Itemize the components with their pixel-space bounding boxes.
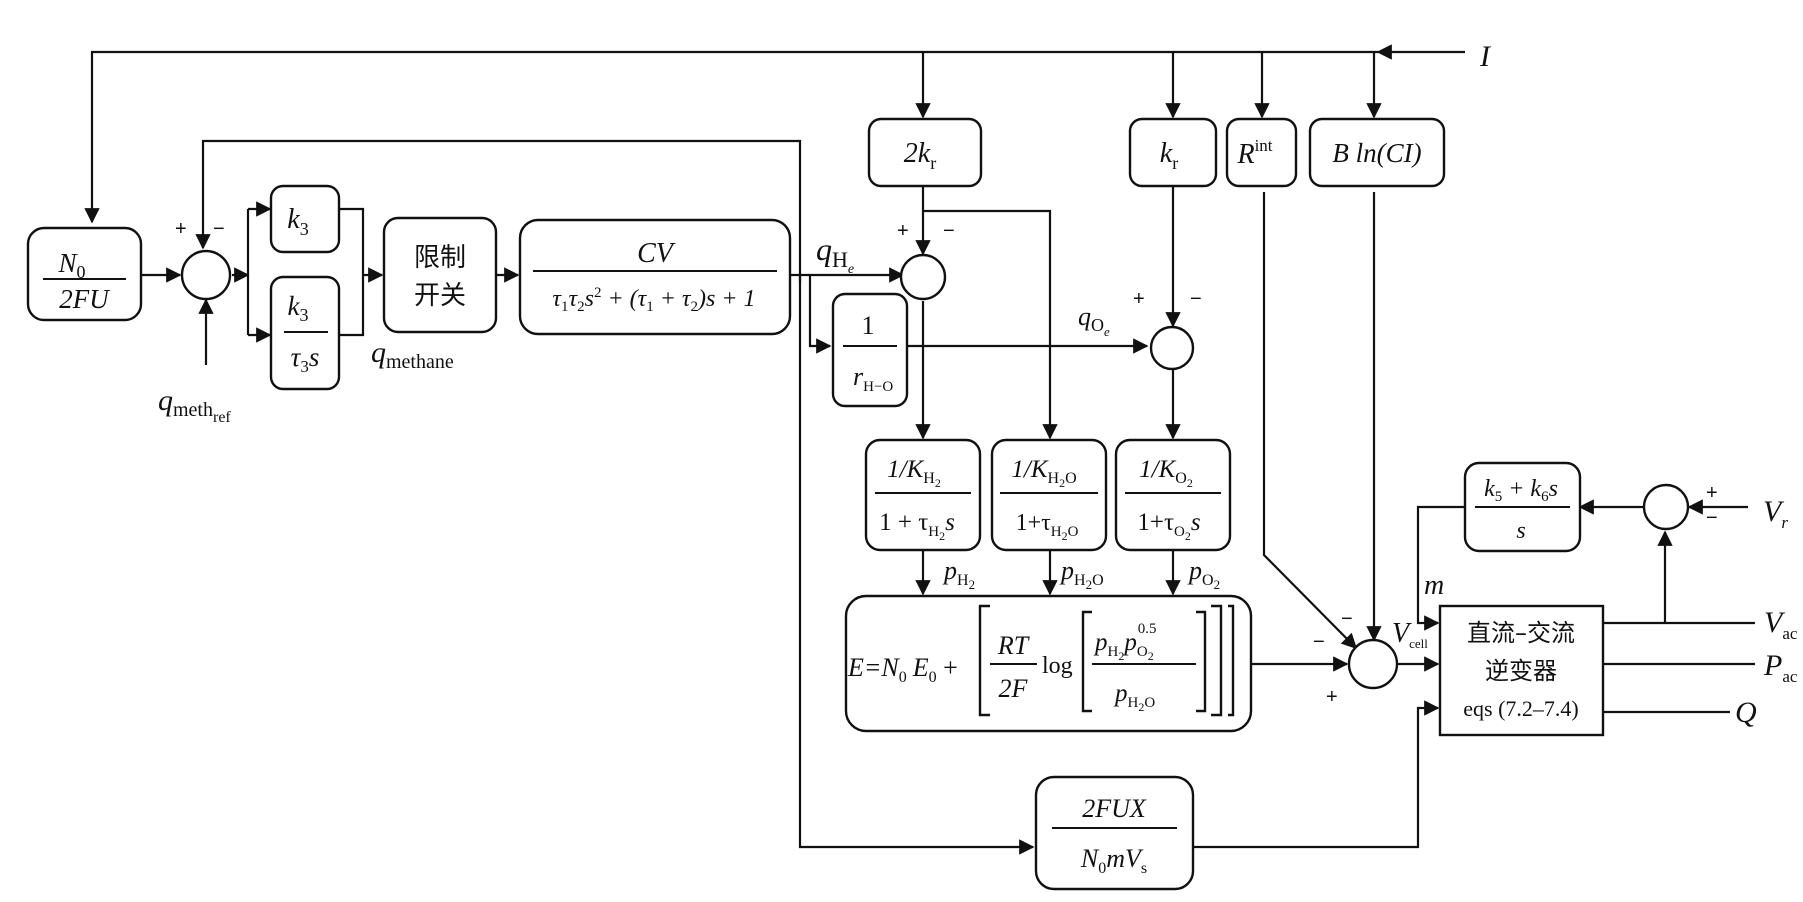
block-2kr: 2kr [867,117,983,188]
sign-minus: − [943,220,955,242]
reformer-tf-num: CV [637,238,676,269]
block-k3-int-num: k3 [288,291,309,325]
block-kr: kr [1128,117,1218,188]
sign-minus: − [1190,288,1202,310]
sign-minus: − [213,218,225,240]
block-inv-r-den: rH−O [853,362,893,395]
wire-2kr-to-kh2o [923,209,1058,440]
nernst-rt: RT [997,631,1030,660]
wire-m-to-inverter [1416,505,1479,631]
limit-switch-line1: 限制 [414,243,466,273]
block-k3-gain: k3 [269,184,341,254]
block-kh2o-lag: 1/KH2O 1+τH2O [990,438,1108,552]
label-q-meth-ref: qmethref [158,384,231,426]
block-reformer-tf: CV τ1τ2s2 + (τ1 + τ2)s + 1 [518,218,792,336]
modulation-gain-den: N0mVs [1080,844,1147,877]
label-p-o2: pO2 [1187,556,1220,592]
sign-plus: + [1133,288,1145,310]
sign-minus: − [1706,507,1718,529]
block-k3-int-den: τ3s [291,342,320,376]
wire-i-to-n0 [84,50,1378,224]
nernst-den: pH2O [1113,680,1155,714]
block-n0-over-2fu: N0 2FU [26,226,143,322]
nernst-num: pH2pO20.5 [1093,621,1156,663]
wire-combine [339,207,365,337]
label-p-ac: Pac [1763,649,1798,686]
nernst-inner-left-bracket [1081,610,1092,713]
inverter-line1: 直流–交流 [1467,619,1575,647]
block-ko2-den: 1+τO2s [1137,509,1200,543]
inverter-line2: 逆变器 [1485,657,1557,685]
pi-num: k5 + k6s [1484,476,1558,505]
block-n0-num: N0 [57,248,85,282]
block-2kr-label: 2kr [904,138,936,173]
wire-rint-to-sum4 [1262,192,1358,650]
label-v-cell: Vcell [1392,618,1428,651]
sum-junction-methane [180,249,232,301]
nernst-left-bracket [978,604,990,717]
label-q-methane: qmethane [371,336,454,373]
label-q-reactive: Q [1735,696,1757,729]
block-kh2o-num: 1/KH2O [1011,456,1076,490]
block-ko2-num: 1/KO2 [1139,456,1193,490]
sum-junction-oxygen [1149,325,1195,371]
pi-den: s [1516,518,1525,544]
nernst-right-bracket-outer [1228,604,1235,717]
block-limit-switch: 限制 开关 [382,216,498,334]
block-kh2-den: 1 + τH2s [879,509,955,543]
signal-wires [84,44,1755,855]
sign-plus: + [1326,686,1338,708]
block-inv-r-num: 1 [862,311,875,340]
label-m: m [1424,570,1444,601]
block-n0-den: 2FU [59,284,110,314]
sign-plus: + [175,218,187,240]
block-r-int: Rint [1225,117,1298,188]
block-inverter: 直流–交流 逆变器 eqs (7.2–7.4) [1438,604,1605,737]
label-v-ac: Vac [1764,606,1798,643]
block-b-ln-ci-label: B ln(CI) [1332,138,1421,168]
wire-fux-to-inverter [1193,700,1440,849]
block-inv-r-ho: 1 rH−O [831,292,909,408]
nernst-inner-right-bracket [1196,610,1207,713]
sign-plus: + [1706,482,1718,504]
sum-junction-voltage [1642,483,1690,531]
label-q-he: qHe [816,231,854,277]
block-r-int-label: Rint [1236,136,1272,170]
nernst-2f: 2F [999,674,1029,703]
nernst-right-bracket [1211,604,1223,717]
wire-qhe-to-invr [808,275,832,354]
modulation-gain-num: 2FUX [1082,794,1147,823]
sum-junction-vcell [1347,638,1399,690]
inverter-line3: eqs (7.2–7.4) [1463,696,1578,721]
block-b-ln-ci: B ln(CI) [1308,117,1446,188]
block-k3-label: k3 [287,204,308,239]
label-p-h2: pH2 [942,556,975,592]
block-kh2-num: 1/KH2 [887,456,941,490]
label-p-h2o: pH2O [1059,556,1104,592]
block-modulation-gain: 2FUX N0mVs [1034,775,1195,891]
block-ko2-lag: 1/KO2 1+τO2s [1114,438,1232,552]
block-kh2o-den: 1+τH2O [1016,510,1079,543]
sign-plus: + [897,220,909,242]
block-pi-controller: k5 + k6s s [1463,461,1582,553]
block-k3-integrator: k3 τ3s [269,275,341,391]
nernst-log: log [1042,653,1073,679]
block-kr-label: kr [1160,138,1178,173]
reformer-tf-den: τ1τ2s2 + (τ1 + τ2)s + 1 [552,285,755,315]
label-current-i: I [1479,40,1492,73]
sign-minus: − [1341,608,1353,630]
sign-minus: − [1313,631,1325,653]
label-v-r: Vr [1763,495,1788,532]
sum-junction-hydrogen [899,253,947,301]
block-kh2-lag: 1/KH2 1 + τH2s [864,438,982,552]
label-q-oe: qOe [1078,302,1110,339]
wire-qhe-feedback [195,139,802,283]
wire-qhe-to-fux [798,275,1035,855]
limit-switch-line2: 开关 [414,281,466,311]
